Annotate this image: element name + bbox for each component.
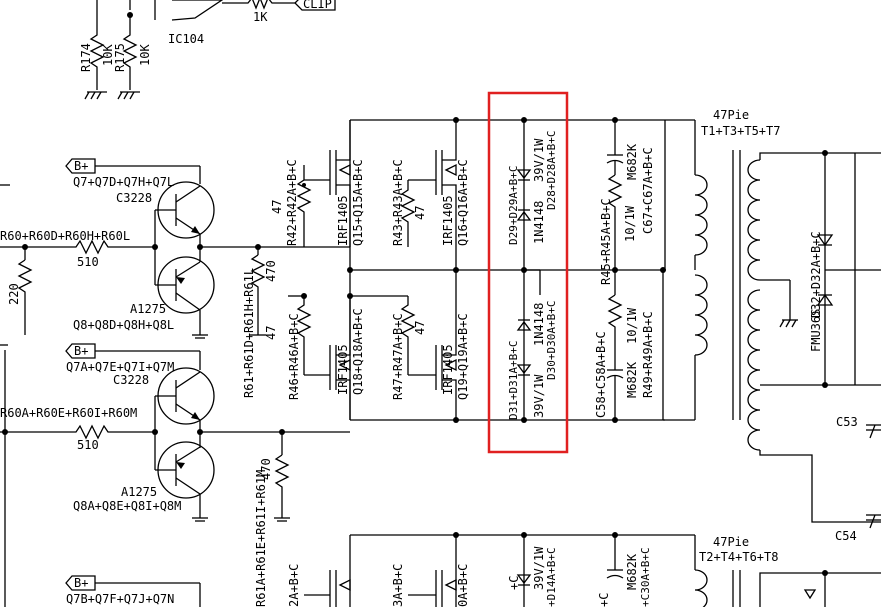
pie-label-1: 47Pie	[713, 108, 749, 122]
r175-label: R175	[113, 43, 127, 72]
irf-label-4: IRF1405	[441, 344, 455, 395]
c54-label: C54	[835, 529, 857, 543]
q19-label: Q19+Q19A+B+C	[456, 313, 470, 400]
d29-label: D29+D29A+B+C	[507, 166, 520, 245]
bot-c-label-1: +C	[507, 576, 521, 590]
r174-label: R174	[79, 43, 93, 72]
r45-value: 10/1W	[623, 205, 637, 242]
irf-label-2: IRF1405	[441, 195, 455, 246]
a1275-label-2: A1275	[121, 485, 157, 499]
r42-value: 47	[270, 200, 284, 214]
d28-label: D28+D28A+B+C	[545, 131, 558, 210]
c53-label: C53	[836, 415, 858, 429]
r60a-label: R60A+R60E+R60I+R60M	[0, 406, 137, 420]
m682k-label-1: M682K	[625, 143, 639, 180]
d14-label: +D14A+B+C	[545, 547, 558, 607]
bplus-1-label: B+	[74, 159, 88, 173]
r0a-label: 0A+B+C	[456, 564, 470, 607]
c30-label: +C30A+B+C	[639, 547, 652, 607]
d30-label: D30+D30A+B+C	[545, 301, 558, 380]
a1275-label-1: A1275	[130, 302, 166, 316]
r3a-label: 3A+B+C	[391, 564, 405, 607]
m682k-label-2: M682K	[625, 361, 639, 398]
r174-value: 10K	[101, 44, 115, 66]
r470-label-1: 470	[264, 260, 278, 282]
n4148-label-1: 1N4148	[532, 201, 546, 244]
transformer-1: 47Pie T1+T3+T5+T7 D32+D32A+B+C FM	[662, 108, 881, 543]
c67-label: C67+C67A+B+C	[641, 147, 655, 234]
q7b-label: Q7B+Q7F+Q7J+Q7N	[66, 592, 174, 606]
q7-label: Q7+Q7D+Q7H+Q7L	[73, 175, 174, 189]
t2-label: T2+T4+T6+T8	[699, 550, 778, 564]
clip-label: CLIP	[303, 0, 332, 11]
r49-value: 10/1W	[625, 307, 639, 344]
zener-39v-label-3: 39V/1W	[532, 546, 546, 590]
r175-value: 10K	[138, 44, 152, 66]
r43-label: R43+R43A+B+C	[391, 159, 405, 246]
q8-label: Q8+Q8D+Q8H+Q8L	[73, 318, 174, 332]
zener-39v-label-2: 39V/1W	[532, 374, 546, 418]
c3228-label-2: C3228	[113, 373, 149, 387]
irf-label-1: IRF1405	[336, 195, 350, 246]
r220-label: 220	[7, 283, 21, 305]
q15-label: Q15+Q15A+B+C	[351, 159, 365, 246]
q7a-label: Q7A+Q7E+Q7I+Q7M	[66, 360, 174, 374]
r61a-label: R61A+R61E+R61I+R61M	[254, 470, 268, 607]
q16-label: Q16+Q16A+B+C	[456, 159, 470, 246]
r47-label-1: 47	[264, 326, 278, 340]
r470-label-2: 470	[259, 458, 273, 480]
r61-label: R61+R61D+R61H+R61L	[242, 268, 256, 398]
r42-label: R42+R42A+B+C	[285, 159, 299, 246]
snubber-network: R45+R45A+B+C 10/1W M682K C67+C67A+B+C C5…	[594, 120, 655, 420]
r2a-label: 2A+B+C	[287, 564, 301, 607]
r47-label: R47+R47A+B+C	[391, 313, 405, 400]
r43-value: 47	[413, 206, 427, 220]
c3228-label-1: C3228	[116, 191, 152, 205]
driver-stage-2: B+ Q7A+Q7E+Q7I+Q7M C3228 R60A+R60E+R60I+…	[0, 343, 350, 607]
q8a-label: Q8A+Q8E+Q8I+Q8M	[73, 499, 181, 513]
n4148-label-2: 1N4148	[532, 303, 546, 346]
zener-39v-label-1: 39V/1W	[532, 138, 546, 182]
clip-section: 1K CLIP IC104 R174 10K R175 10K	[79, 0, 336, 100]
q18-label: Q18+Q18A+B+C	[351, 308, 365, 395]
c58-label: C58+C58A+B+C	[594, 331, 608, 418]
d31-label: D31+D31A+B+C	[507, 341, 520, 420]
protection-diode-group: D29+D29A+B+C 1N4148 39V/1W D28+D28A+B+C …	[487, 91, 569, 454]
ic104-label: IC104	[168, 32, 204, 46]
r1k-label: 1K	[253, 10, 268, 24]
driver-stage-1: B+ Q7+Q7D+Q7H+Q7L C3228 R60+R60D+R60H+R6…	[0, 158, 350, 346]
r45-label: R45+R45A+B+C	[599, 198, 613, 285]
d32-label: D32+D32A+B+C	[809, 231, 823, 318]
mosfet-bank-2: 2A+B+C 3A+B+C 0A+B+C 39V/1W +D14A+B+C +C…	[287, 532, 881, 607]
r60-label-1: R60+R60D+R60H+R60L	[0, 229, 130, 243]
t1-label: T1+T3+T5+T7	[701, 124, 780, 138]
pie-label-2: 47Pie	[713, 535, 749, 549]
mosfet-bank: R42+R42A+B+C 47 IRF1405 Q15+Q15A+B+C R43…	[270, 117, 666, 423]
r510-label-1: 510	[77, 255, 99, 269]
driver-stage-3: B+ Q7B+Q7F+Q7J+Q7N	[65, 575, 201, 607]
gate-resistor-block-2: 470 R61A+R61E+R61I+R61M	[254, 432, 290, 607]
r46-label: R46+R46A+B+C	[287, 313, 301, 400]
r49-label: R49+R49A+B+C	[641, 311, 655, 398]
gate-resistor-block-1: R61+R61D+R61H+R61L 470 47	[242, 247, 278, 398]
bplus-3-label: B+	[74, 576, 88, 590]
highlight-box	[487, 91, 569, 454]
bot-c-label-2: +C	[597, 593, 611, 607]
irf-label-3: IRF1405	[336, 344, 350, 395]
r47-value: 47	[413, 321, 427, 335]
m682k-label-3: M682K	[625, 553, 639, 590]
r510-label-2: 510	[77, 438, 99, 452]
fmu36s-label: FMU36S	[809, 309, 823, 352]
bplus-2-label: B+	[74, 344, 88, 358]
